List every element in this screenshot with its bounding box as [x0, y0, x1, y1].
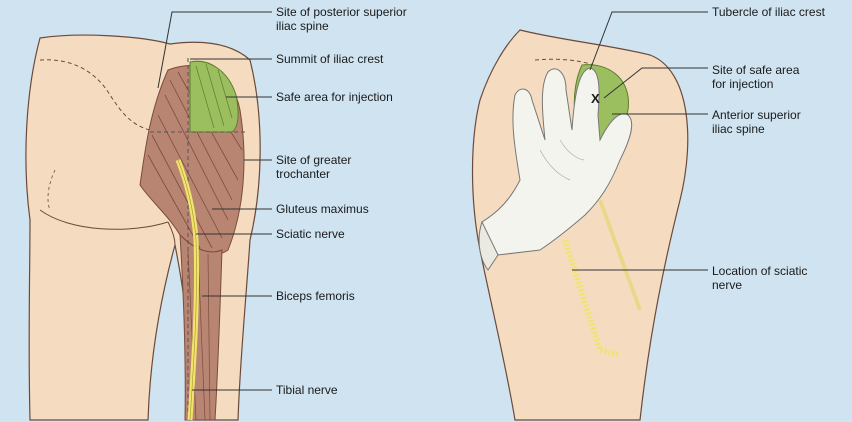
- label-psis: Site of posterior superior iliac spine: [276, 5, 407, 33]
- label-safe-area-lateral: Site of safe area for injection: [712, 63, 800, 91]
- lateral-view: [471, 11, 708, 421]
- injection-mark: X: [591, 91, 600, 106]
- posterior-view: [25, 11, 272, 421]
- label-gluteus-maximus: Gluteus maximus: [276, 202, 369, 216]
- label-greater-trochanter: Site of greater trochanter: [276, 153, 352, 181]
- label-asis: Anterior superior iliac spine: [712, 108, 801, 136]
- label-summit-iliac-crest: Summit of iliac crest: [276, 52, 384, 66]
- label-safe-area-posterior: Safe area for injection: [276, 90, 393, 104]
- posterior-safe-area: [189, 60, 239, 133]
- label-biceps-femoris: Biceps femoris: [276, 289, 355, 303]
- label-tibial-nerve: Tibial nerve: [276, 383, 338, 397]
- lateral-leader-lines: [572, 11, 708, 271]
- lateral-sciatic-location: [562, 239, 621, 358]
- label-sciatic-nerve: Sciatic nerve: [276, 227, 345, 241]
- posterior-leader-lines: [157, 11, 272, 391]
- label-sciatic-location: Location of sciatic nerve: [712, 264, 808, 292]
- label-tubercle-iliac-crest: Tubercle of iliac crest: [712, 5, 825, 19]
